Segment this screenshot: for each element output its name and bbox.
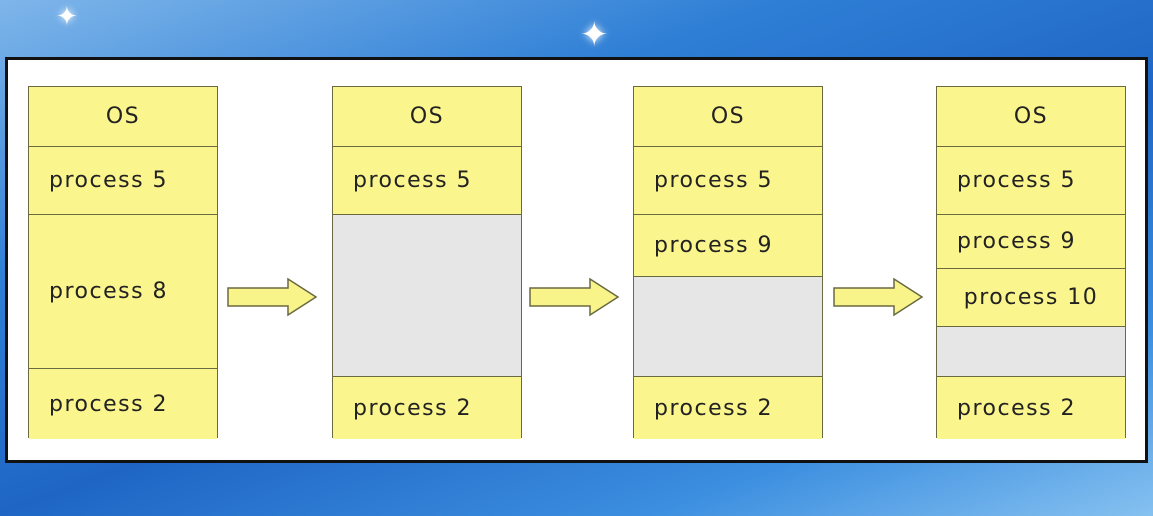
memory-block-os: OS [634, 87, 822, 147]
memory-block-process-2: process 2 [333, 377, 521, 439]
memory-hole [333, 215, 521, 377]
memory-block-os: OS [333, 87, 521, 147]
memory-block-process-2: process 2 [634, 377, 822, 439]
sparkle-star-icon: ✦ [580, 15, 609, 55]
memory-column-3: OS process 5 process 9 process 2 [633, 86, 823, 439]
memory-column-1: OS process 5 process 8 process 2 [28, 86, 218, 439]
memory-block-process-10: process 10 [937, 269, 1125, 327]
memory-column-2: OS process 5 process 2 [332, 86, 522, 439]
diagram-panel: OS process 5 process 8 process 2 OS proc… [5, 57, 1148, 463]
memory-column-4: OS process 5 process 9 process 10 proces… [936, 86, 1126, 439]
memory-block-process-2: process 2 [29, 369, 217, 439]
memory-block-process-5: process 5 [937, 147, 1125, 215]
memory-block-process-8: process 8 [29, 215, 217, 369]
transition-arrow-3 [833, 277, 924, 317]
memory-hole [937, 327, 1125, 377]
memory-block-os: OS [29, 87, 217, 147]
memory-block-process-2: process 2 [937, 377, 1125, 439]
memory-block-process-9: process 9 [634, 215, 822, 277]
memory-hole [634, 277, 822, 377]
memory-block-process-9: process 9 [937, 215, 1125, 269]
memory-block-process-5: process 5 [333, 147, 521, 215]
memory-block-process-5: process 5 [29, 147, 217, 215]
memory-block-os: OS [937, 87, 1125, 147]
transition-arrow-1 [227, 277, 318, 317]
transition-arrow-2 [529, 277, 620, 317]
sparkle-star-icon: ✦ [56, 2, 78, 32]
memory-block-process-5: process 5 [634, 147, 822, 215]
